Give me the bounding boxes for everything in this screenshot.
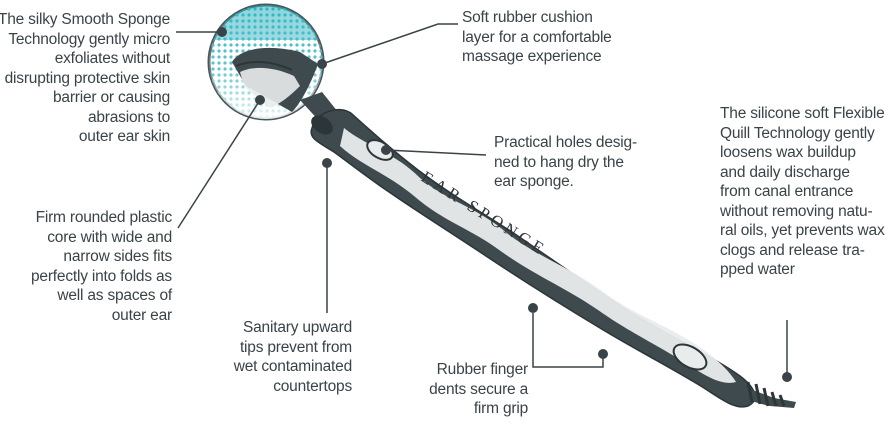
callout-quill-line: from canal entrance <box>720 183 854 200</box>
callout-holes-line: ear sponge. <box>494 173 574 190</box>
callout-sponge-line: disrupting protective skin <box>4 69 171 87</box>
callout-quill-line: and daily discharge <box>720 163 850 181</box>
callout-sponge-line: exfoliates without <box>54 50 171 67</box>
callout-core: Firm rounded plastic core with wide and … <box>0 208 172 325</box>
callout-sanitary: Sanitary upward tips prevent from wet co… <box>192 318 352 396</box>
callout-sanitary-line: countertops <box>273 377 352 395</box>
callout-dents-line: firm grip <box>473 400 528 417</box>
callout-holes-line: Practical holes desig- <box>494 134 637 151</box>
callout-sponge-line: barrier or causing <box>52 89 170 106</box>
callout-holes: Practical holes desig- ned to hang dry t… <box>494 133 664 192</box>
callout-sponge-line: Technology gently micro <box>8 30 170 48</box>
callout-core-line: well as spaces of <box>57 287 172 304</box>
callout-sanitary-line: Sanitary upward <box>242 319 352 336</box>
callout-cushion-line: layer for a comfortable <box>462 28 612 46</box>
callout-core-line: outer ear <box>111 306 172 324</box>
callout-core-line: narrow sides fits <box>63 248 172 265</box>
callout-core-line: Firm rounded plastic <box>35 209 173 226</box>
quill-tip <box>740 381 796 408</box>
callout-cushion-line: Soft rubber cushion <box>462 9 593 26</box>
callout-sponge-line: The silky Smooth Sponge <box>0 11 170 28</box>
callout-dents-line: dents secure a <box>429 380 528 398</box>
callout-quill-line: without removing natu- <box>720 202 873 220</box>
callout-sponge-line: outer ear skin <box>78 128 170 145</box>
callout-cushion: Soft rubber cushion layer for a comforta… <box>462 8 642 67</box>
sponge-ball <box>207 3 325 121</box>
callout-quill: The silicone soft Flexible Quill Technol… <box>720 104 888 280</box>
callout-sanitary-line: wet contaminated <box>233 358 352 375</box>
callout-holes-line: ned to hang dry the <box>494 153 624 171</box>
callout-core-line: perfectly into folds as <box>30 267 172 285</box>
callout-quill-line: clogs and release tra- <box>720 241 865 259</box>
callout-sanitary-line: tips prevent from <box>239 338 352 356</box>
callout-core-line: core with wide and <box>47 228 172 246</box>
leader-dots <box>217 27 792 382</box>
callout-sponge-line: abrasions to <box>87 108 170 126</box>
handle-body <box>310 108 756 408</box>
callout-quill-line: The silicone soft Flexible <box>720 105 885 122</box>
callout-quill-line: ral oils, yet prevents wax <box>720 222 885 239</box>
callout-quill-line: loosens wax buildup <box>720 144 856 161</box>
callout-sponge: The silky Smooth Sponge Technology gentl… <box>0 10 170 147</box>
callout-dents: Rubber finger dents secure a firm grip <box>398 360 528 419</box>
callout-quill-line: pped water <box>720 261 795 278</box>
callout-cushion-line: massage experience <box>462 48 602 65</box>
callout-quill-line: Quill Technology gently <box>720 124 875 142</box>
leader-lines <box>176 23 788 377</box>
callout-dents-line: Rubber finger <box>436 361 529 378</box>
